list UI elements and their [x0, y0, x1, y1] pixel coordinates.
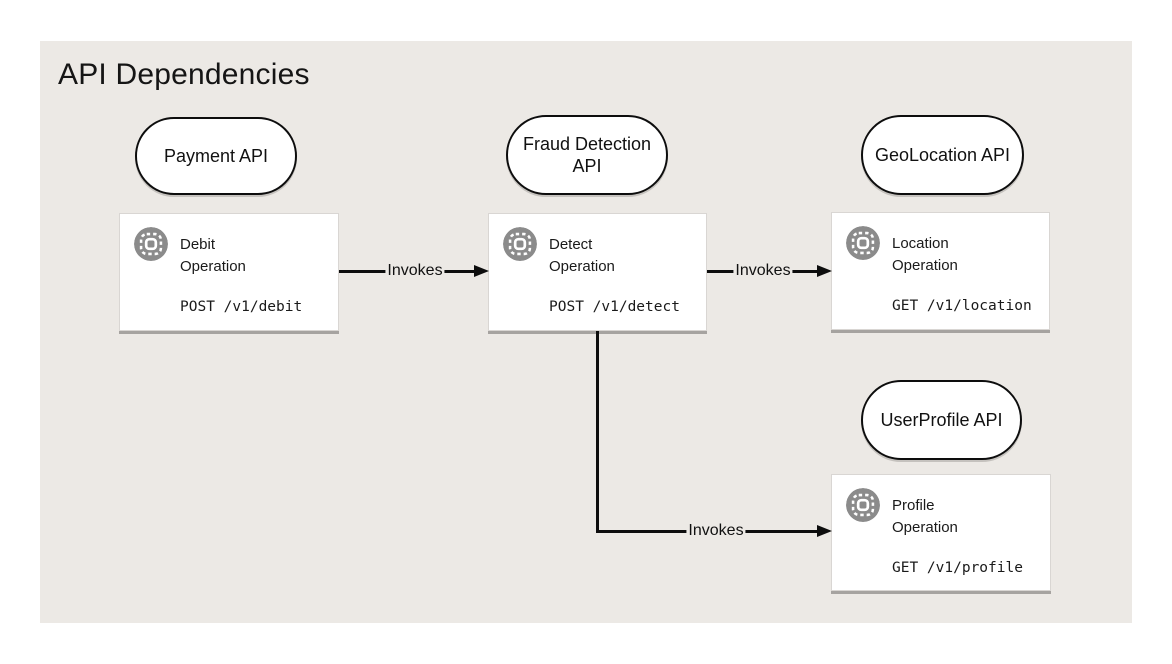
operation-scan-icon	[134, 227, 168, 261]
node-debit-operation[interactable]: Debit Operation POST /v1/debit	[119, 213, 339, 331]
node-label: UserProfile API	[880, 410, 1003, 430]
node-fraud-detection-api[interactable]: Fraud Detection API	[506, 115, 668, 195]
node-label: Payment API	[163, 146, 269, 166]
operation-title: Profile Operation	[892, 497, 958, 536]
operation-endpoint: POST /v1/debit	[180, 299, 303, 315]
edge-debit-to-detect-arrowhead-icon	[474, 264, 489, 277]
node-detect-operation[interactable]: Detect Operation POST /v1/detect	[488, 213, 707, 331]
operation-endpoint: GET /v1/profile	[892, 560, 1023, 576]
operation-scan-icon	[503, 227, 537, 261]
operation-title: Debit Operation	[180, 236, 246, 275]
edge-detect-to-location-arrowhead-icon	[817, 264, 832, 277]
node-label: GeoLocation API	[874, 145, 1011, 165]
operation-title: Detect Operation	[549, 236, 615, 275]
operation-scan-icon	[846, 488, 880, 522]
node-label: Fraud Detection API	[522, 134, 652, 176]
operation-endpoint: GET /v1/location	[892, 298, 1032, 314]
node-profile-operation[interactable]: Profile Operation GET /v1/profile	[831, 474, 1051, 591]
node-geolocation-api[interactable]: GeoLocation API	[861, 115, 1024, 195]
page-title: API Dependencies	[58, 58, 310, 91]
edge-detect-to-profile-arrowhead-icon	[817, 524, 832, 537]
operation-scan-icon	[846, 226, 880, 260]
node-location-operation[interactable]: Location Operation GET /v1/location	[831, 212, 1050, 330]
edge-label-invokes: Invokes	[686, 522, 746, 540]
node-payment-api[interactable]: Payment API	[135, 117, 297, 195]
edge-detect-to-profile-vertical-line	[596, 331, 599, 532]
node-userprofile-api[interactable]: UserProfile API	[861, 380, 1022, 460]
operation-title: Location Operation	[892, 235, 958, 274]
operation-endpoint: POST /v1/detect	[549, 299, 680, 315]
edge-label-invokes: Invokes	[733, 262, 793, 280]
edge-label-invokes: Invokes	[385, 262, 445, 280]
